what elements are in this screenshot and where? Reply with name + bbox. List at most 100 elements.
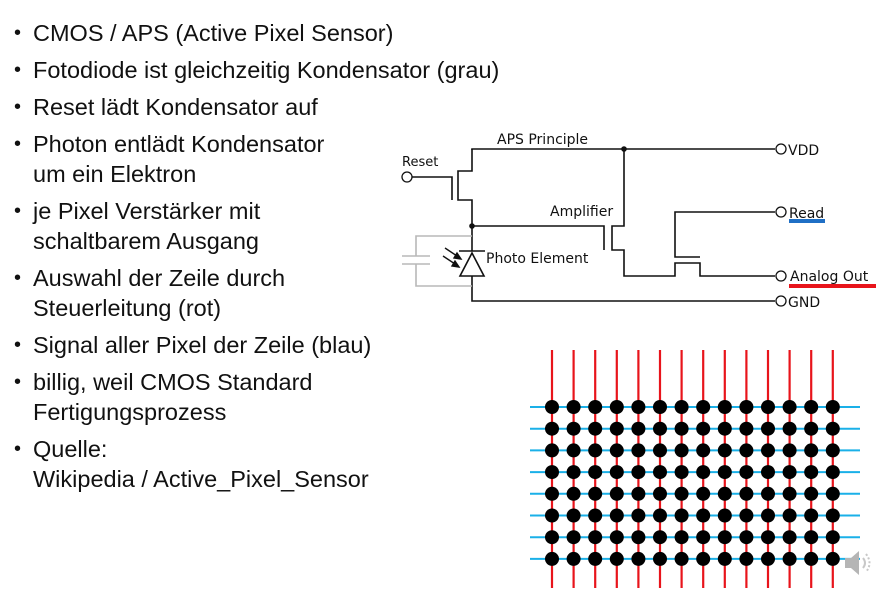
pixel-dot — [782, 443, 797, 458]
pixel-dot — [782, 486, 797, 501]
pixel-dot — [631, 530, 646, 545]
amplifier-label: Amplifier — [550, 204, 613, 220]
bullet-text-line: CMOS / APS (Active Pixel Sensor) — [33, 20, 394, 46]
gnd-wire — [471, 276, 775, 302]
pixel-dot — [761, 465, 775, 480]
pixel-dot — [588, 465, 603, 480]
gnd-label: GND — [788, 295, 820, 311]
pixel-dot — [631, 486, 646, 501]
pixel-dot — [653, 486, 667, 501]
read-wire — [674, 211, 775, 258]
pixel-dot — [609, 421, 624, 436]
capacitor — [402, 235, 472, 287]
pixel-dot — [609, 508, 624, 523]
pixel-dot — [696, 400, 711, 414]
pixel-dot — [545, 465, 559, 480]
pixel-dot — [696, 421, 711, 436]
pixel-dot — [825, 443, 840, 458]
bullet-dot: • — [14, 59, 22, 81]
bullet-text-line: Reset lädt Kondensator auf — [33, 94, 318, 120]
read-transistor — [673, 262, 775, 277]
pixel-dot — [545, 551, 559, 566]
circuit-title: APS Principle — [497, 132, 588, 148]
pixel-dot — [717, 508, 732, 523]
photo-element-label: Photo Element — [486, 251, 589, 267]
pixel-dot — [782, 465, 797, 480]
pixel-dot — [825, 551, 840, 566]
pixel-dot — [782, 530, 797, 545]
pixel-dot — [804, 421, 819, 436]
pixel-dot — [739, 421, 754, 436]
bullet-text-line: Auswahl der Zeile durch — [33, 265, 286, 291]
pixel-dot — [674, 443, 689, 458]
pixel-dot — [674, 508, 689, 523]
pixel-dot — [717, 486, 732, 501]
pixel-dot — [717, 400, 732, 414]
pixel-dot — [566, 421, 581, 436]
read-underline — [789, 219, 825, 223]
pixel-dot — [631, 465, 646, 480]
analog-out-underline — [789, 284, 876, 288]
pixel-dot — [761, 400, 775, 414]
pixel-dot — [804, 508, 819, 523]
pixel-dot — [825, 508, 840, 523]
pixel-dot — [566, 530, 581, 545]
reset-wire — [412, 176, 453, 200]
junction-dot — [621, 146, 627, 152]
pixel-dot — [653, 530, 667, 545]
bullet-text-line: Wikipedia / Active_Pixel_Sensor — [33, 466, 369, 492]
pixel-dot — [739, 530, 754, 545]
pixel-dot — [566, 465, 581, 480]
bullet-text-line: um ein Elektron — [33, 161, 197, 187]
pixel-dot — [696, 443, 711, 458]
amp-gate-wire — [472, 225, 605, 250]
pixel-dot — [566, 443, 581, 458]
pixel-dot — [674, 530, 689, 545]
pixel-dot — [674, 400, 689, 414]
bullet-text-line: Fotodiode ist gleichzeitig Kondensator (… — [33, 57, 500, 83]
pixel-dot — [717, 465, 732, 480]
pixel-dot — [782, 508, 797, 523]
pixel-dot — [609, 530, 624, 545]
pixel-dot — [545, 421, 559, 436]
reset-terminal — [401, 171, 413, 183]
pixel-dot — [566, 486, 581, 501]
pixel-dot — [804, 530, 819, 545]
pixel-dot — [696, 508, 711, 523]
pixel-dot — [696, 530, 711, 545]
pixel-dot — [696, 551, 711, 566]
pixel-dot — [653, 443, 667, 458]
pixel-dot — [717, 443, 732, 458]
pixel-dot — [739, 551, 754, 566]
pixel-dot — [609, 486, 624, 501]
bullet-text-line: Fertigungsprozess — [33, 399, 227, 425]
read-terminal — [775, 206, 787, 218]
bullet-text-line: schaltbarem Ausgang — [33, 228, 260, 254]
bullet-dot: • — [14, 96, 22, 118]
bullet-dot: • — [14, 22, 22, 44]
bullet-text-line: billig, weil CMOS Standard — [33, 369, 313, 395]
pixel-dot — [588, 421, 603, 436]
pixel-dot — [825, 421, 840, 436]
bullet-dot: • — [14, 267, 22, 289]
pixel-dot — [631, 400, 646, 414]
pixel-dot — [631, 508, 646, 523]
pixel-dot — [717, 421, 732, 436]
photon-arrows-icon — [442, 247, 463, 268]
bullet-dot: • — [14, 334, 22, 356]
pixel-dot — [804, 551, 819, 566]
pixel-dot — [545, 530, 559, 545]
pixel-dot — [609, 551, 624, 566]
speaker-icon[interactable] — [845, 551, 871, 575]
pixel-dot — [739, 443, 754, 458]
pixel-dot — [825, 400, 840, 414]
pixel-dot — [653, 551, 667, 566]
pixel-dot — [545, 486, 559, 501]
diode-triangle — [458, 251, 486, 277]
pixel-dot — [739, 508, 754, 523]
pixel-dot — [588, 486, 603, 501]
pixel-dot — [825, 486, 840, 501]
bullet-text-line: Signal aller Pixel der Zeile (blau) — [33, 332, 372, 358]
bullet-dot: • — [14, 371, 22, 393]
